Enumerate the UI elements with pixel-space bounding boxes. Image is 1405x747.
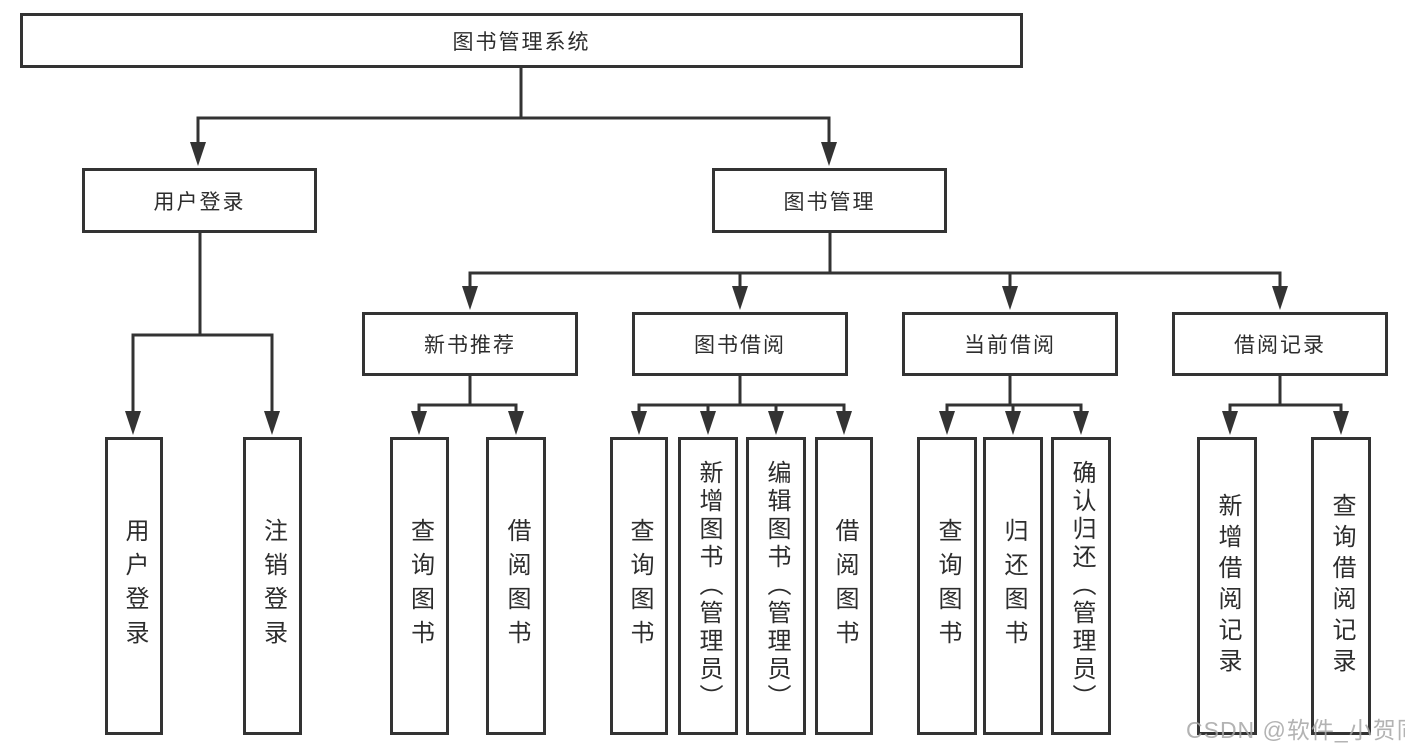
- connector-user-login-children: [131, 233, 274, 415]
- node-add-book-admin: 新增图书（管理员）: [678, 437, 738, 735]
- arrowhead-icon: [508, 411, 524, 435]
- node-label: 查询图书: [626, 518, 653, 654]
- node-library-management-system: 图书管理系统: [20, 13, 1023, 68]
- node-label: 查询借阅记录: [1328, 493, 1355, 679]
- arrowhead-icon: [631, 411, 647, 435]
- arrowhead-icon: [700, 411, 716, 435]
- connector-borrow-records-children: [1228, 376, 1343, 413]
- arrowhead-icon: [411, 411, 427, 435]
- arrowhead-icon: [836, 411, 852, 435]
- arrowhead-icon: [462, 286, 478, 310]
- arrowhead-icon: [1002, 286, 1018, 310]
- arrowhead-icon: [939, 411, 955, 435]
- node-query-books-borrow: 查询图书: [610, 437, 668, 735]
- node-user-login-leaf: 用户登录: [105, 437, 163, 735]
- node-label: 图书管理: [783, 190, 876, 214]
- node-confirm-return-admin: 确认归还（管理员）: [1051, 437, 1111, 735]
- arrowhead-icon: [264, 411, 280, 435]
- arrowhead-icon: [1222, 411, 1238, 435]
- node-logout-leaf: 注销登录: [243, 437, 302, 735]
- arrowhead-icon: [1272, 286, 1288, 310]
- node-edit-book-admin: 编辑图书（管理员）: [746, 437, 806, 735]
- node-label: 确认归还（管理员）: [1068, 460, 1095, 712]
- connector-new-book-recommend-children: [417, 376, 518, 413]
- node-query-books-current: 查询图书: [917, 437, 977, 735]
- node-query-books-recommend: 查询图书: [390, 437, 449, 735]
- node-label: 图书管理系统: [452, 30, 591, 54]
- connector-root-to-level2: [196, 68, 831, 146]
- connector-current-borrow-children: [945, 376, 1083, 413]
- node-label: 新书推荐: [424, 334, 516, 357]
- node-label: 用户登录: [121, 518, 148, 654]
- node-borrow-books-recommend: 借阅图书: [486, 437, 546, 735]
- node-label: 图书借阅: [694, 334, 786, 357]
- node-label: 注销登录: [259, 518, 287, 654]
- node-label: 用户登录: [153, 190, 246, 214]
- connector-book-management-children: [468, 233, 1282, 290]
- node-label: 当前借阅: [964, 334, 1056, 357]
- node-label: 借阅记录: [1234, 334, 1326, 357]
- arrowhead-icon: [1005, 411, 1021, 435]
- node-borrow-records: 借阅记录: [1172, 312, 1388, 376]
- node-book-management: 图书管理: [712, 168, 947, 233]
- node-label: 借阅图书: [503, 518, 530, 654]
- node-borrow-books-leaf: 借阅图书: [815, 437, 873, 735]
- node-label: 归还图书: [1000, 518, 1027, 654]
- arrowhead-icon: [821, 142, 837, 166]
- node-user-login: 用户登录: [82, 168, 317, 233]
- node-book-borrow: 图书借阅: [632, 312, 848, 376]
- csdn-watermark: CSDN @软件_小贺同学: [1186, 717, 1405, 743]
- node-label: 查询图书: [934, 518, 961, 654]
- node-label: 借阅图书: [831, 518, 858, 654]
- node-label: 新增借阅记录: [1214, 493, 1241, 679]
- node-label: 编辑图书（管理员）: [763, 460, 790, 712]
- arrowhead-icon: [732, 286, 748, 310]
- arrowhead-icon: [1333, 411, 1349, 435]
- node-new-book-recommend: 新书推荐: [362, 312, 578, 376]
- arrowhead-icon: [125, 411, 141, 435]
- arrowhead-icon: [1073, 411, 1089, 435]
- arrowhead-icon: [190, 142, 206, 166]
- node-add-borrow-record: 新增借阅记录: [1197, 437, 1257, 735]
- arrowhead-icon: [768, 411, 784, 435]
- node-label: 查询图书: [406, 518, 434, 654]
- node-return-books: 归还图书: [983, 437, 1043, 735]
- connector-book-borrow-children: [637, 376, 846, 413]
- node-current-borrow: 当前借阅: [902, 312, 1118, 376]
- node-label: 新增图书（管理员）: [695, 460, 722, 712]
- node-query-borrow-record: 查询借阅记录: [1311, 437, 1371, 735]
